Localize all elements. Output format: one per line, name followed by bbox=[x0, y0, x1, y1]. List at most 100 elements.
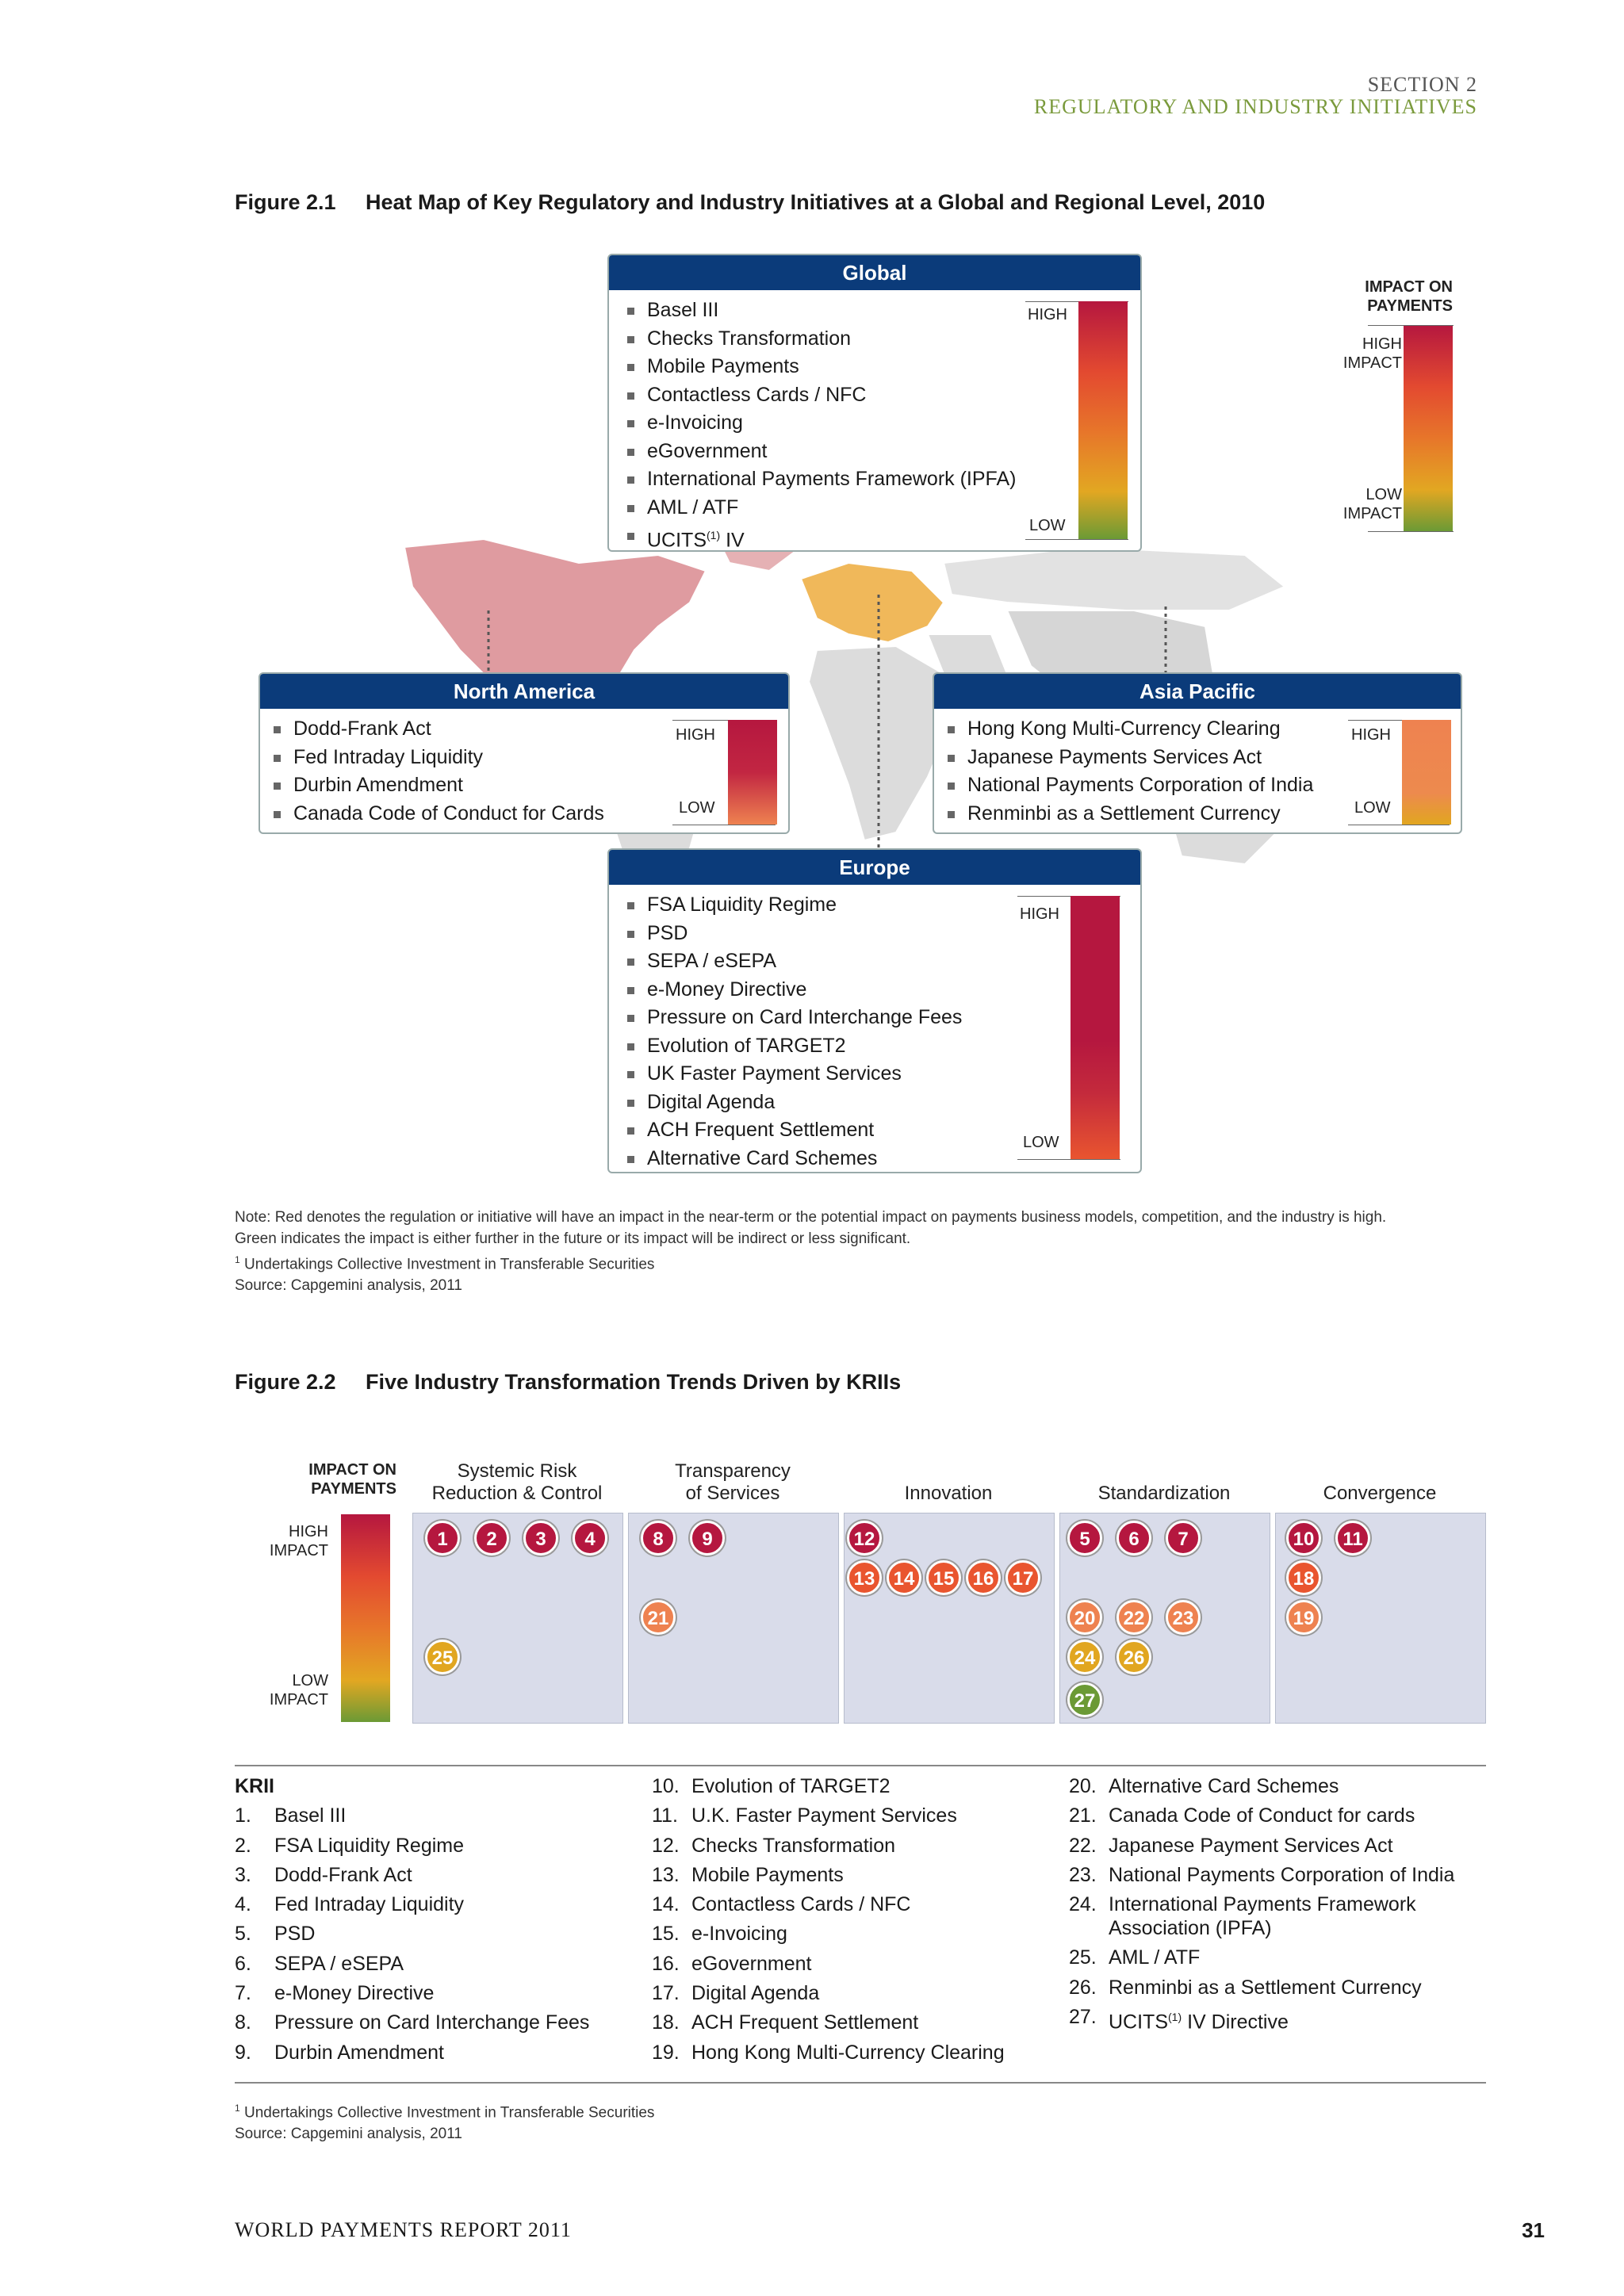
list-item: Hong Kong Multi-Currency Clearing bbox=[944, 715, 1313, 744]
footnote: 1 Undertakings Collective Investment in … bbox=[235, 1254, 655, 1273]
list-item: Japanese Payments Services Act bbox=[944, 744, 1313, 772]
kri-item: 8.Pressure on Card Interchange Fees bbox=[235, 2011, 590, 2034]
list-item: Renminbi as a Settlement Currency bbox=[944, 800, 1313, 828]
bubble-kri-4: 4 bbox=[573, 1521, 607, 1556]
list-item: Contactless Cards / NFC bbox=[623, 381, 1016, 410]
panel-europe: Europe FSA Liquidity Regime PSD SEPA / e… bbox=[607, 848, 1142, 1173]
list-item: PSD bbox=[623, 920, 962, 948]
bubble-kri-22: 22 bbox=[1116, 1600, 1151, 1635]
column-header-convergence: Convergence bbox=[1323, 1483, 1437, 1504]
kri-item: 24.International Payments Framework Asso… bbox=[1069, 1893, 1416, 1940]
column-box bbox=[844, 1513, 1055, 1724]
section-label: SECTION 2 bbox=[1367, 73, 1477, 96]
kri-item: 1.Basel III bbox=[235, 1804, 347, 1827]
list-item: Fed Intraday Liquidity bbox=[270, 744, 604, 772]
map-africa bbox=[807, 645, 953, 842]
list-item: Canada Code of Conduct for Cards bbox=[270, 800, 604, 828]
section-subtitle: REGULATORY AND INDUSTRY INITIATIVES bbox=[1033, 95, 1477, 118]
figure-2-2-notes: 1 Undertakings Collective Investment in … bbox=[235, 2098, 654, 2145]
list-item: Digital Agenda bbox=[623, 1089, 962, 1117]
list-item: Pressure on Card Interchange Fees bbox=[623, 1004, 962, 1032]
list-item: eGovernment bbox=[623, 438, 1016, 466]
note-line: Note: Red denotes the regulation or init… bbox=[235, 1209, 1387, 1226]
kri-item: 20.Alternative Card Schemes bbox=[1069, 1775, 1339, 1797]
kri-item: 27.UCITS(1) IV Directive bbox=[1069, 2006, 1289, 2034]
kri-item: 9.Durbin Amendment bbox=[235, 2041, 445, 2064]
asia-pacific-list: Hong Kong Multi-Currency Clearing Japane… bbox=[944, 715, 1313, 828]
panel-asia-pacific: Asia Pacific Hong Kong Multi-Currency Cl… bbox=[933, 672, 1462, 834]
note-line: Green indicates the impact is either fur… bbox=[235, 1230, 911, 1247]
kri-item: 11.U.K. Faster Payment Services bbox=[652, 1804, 957, 1827]
list-item: e-Money Directive bbox=[623, 976, 962, 1004]
kri-item: 7.e-Money Directive bbox=[235, 1982, 435, 2005]
list-item: FSA Liquidity Regime bbox=[623, 891, 962, 920]
kri-item: 5.PSD bbox=[235, 1923, 316, 1946]
list-item: AML / ATF bbox=[623, 494, 1016, 522]
kri-item: 14.Contactless Cards / NFC bbox=[652, 1893, 911, 1916]
bubble-kri-17: 17 bbox=[1005, 1560, 1040, 1595]
list-item: Mobile Payments bbox=[623, 353, 1016, 381]
kri-item: 15.e-Invoicing bbox=[652, 1923, 787, 1946]
list-item: National Payments Corporation of India bbox=[944, 771, 1313, 800]
ap-high-label: HIGH bbox=[1351, 726, 1391, 744]
eu-impact-bar bbox=[1071, 896, 1120, 1159]
kri-item: 12.Checks Transformation bbox=[652, 1834, 896, 1857]
na-high-label: HIGH bbox=[676, 726, 715, 744]
bubble-kri-13: 13 bbox=[847, 1560, 882, 1595]
list-item: Evolution of TARGET2 bbox=[623, 1032, 962, 1061]
kri-item: 17.Digital Agenda bbox=[652, 1982, 820, 2005]
bubble-kri-9: 9 bbox=[690, 1521, 725, 1556]
legend-bar bbox=[341, 1514, 390, 1722]
bubble-kri-1: 1 bbox=[425, 1521, 460, 1556]
source: Source: Capgemini analysis, 2011 bbox=[235, 2126, 462, 2143]
bubble-kri-18: 18 bbox=[1286, 1560, 1321, 1595]
list-item: SEPA / eSEPA bbox=[623, 947, 962, 976]
bubble-kri-24: 24 bbox=[1067, 1640, 1102, 1674]
panel-asia-pacific-title: Asia Pacific bbox=[934, 674, 1461, 709]
list-item: International Payments Framework (IPFA) bbox=[623, 465, 1016, 494]
panel-global: Global Basel III Checks Transformation M… bbox=[607, 254, 1142, 552]
bubble-kri-10: 10 bbox=[1286, 1521, 1321, 1556]
panel-europe-title: Europe bbox=[609, 850, 1140, 885]
footer-report-name: WORLD PAYMENTS REPORT 2011 bbox=[235, 2218, 572, 2241]
bubble-kri-11: 11 bbox=[1335, 1521, 1370, 1556]
bubble-kri-5: 5 bbox=[1067, 1521, 1102, 1556]
kri-item: 4.Fed Intraday Liquidity bbox=[235, 1893, 465, 1916]
bubble-kri-7: 7 bbox=[1166, 1521, 1201, 1556]
list-item: Checks Transformation bbox=[623, 325, 1016, 354]
list-item: Alternative Card Schemes bbox=[623, 1145, 962, 1173]
list-item: Basel III bbox=[623, 297, 1016, 325]
list-item: UK Faster Payment Services bbox=[623, 1060, 962, 1089]
panel-global-title: Global bbox=[609, 255, 1140, 290]
bubble-kri-14: 14 bbox=[887, 1560, 921, 1595]
bubble-kri-20: 20 bbox=[1067, 1600, 1102, 1635]
north-america-list: Dodd-Frank Act Fed Intraday Liquidity Du… bbox=[270, 715, 604, 828]
global-low-label: LOW bbox=[1029, 517, 1066, 534]
column-header-innovation: Innovation bbox=[904, 1483, 993, 1504]
bubble-kri-27: 27 bbox=[1067, 1682, 1102, 1717]
figure-2-1-notes: Note: Red denotes the regulation or init… bbox=[235, 1207, 1519, 1296]
list-item: Durbin Amendment bbox=[270, 771, 604, 800]
na-low-label: LOW bbox=[679, 799, 715, 817]
legend-bar bbox=[1404, 325, 1453, 531]
list-item: UCITS(1) IV bbox=[623, 522, 1016, 551]
figure-caption: Five Industry Transformation Trends Driv… bbox=[366, 1370, 902, 1394]
kri-item: 25.AML / ATF bbox=[1069, 1946, 1201, 1969]
bubble-kri-23: 23 bbox=[1166, 1600, 1201, 1635]
figure-caption: Heat Map of Key Regulatory and Industry … bbox=[366, 190, 1266, 214]
list-item: Dodd-Frank Act bbox=[270, 715, 604, 744]
list-item: e-Invoicing bbox=[623, 409, 1016, 438]
bubble-kri-6: 6 bbox=[1116, 1521, 1151, 1556]
